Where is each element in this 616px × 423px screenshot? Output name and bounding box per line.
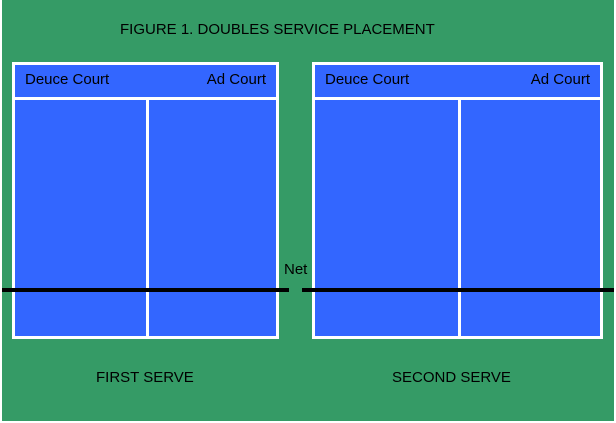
net-label: Net	[284, 261, 308, 278]
court-second-serve: Deuce Court Ad Court	[312, 62, 603, 339]
ad-court-label: Ad Court	[206, 71, 266, 88]
second-serve-caption: SECOND SERVE	[392, 369, 511, 386]
ad-court-label: Ad Court	[530, 71, 590, 88]
center-service-line	[458, 100, 461, 336]
figure-title: FIGURE 1. DOUBLES SERVICE PLACEMENT	[120, 21, 435, 38]
net-line-left	[2, 288, 289, 292]
frame-border-bottom	[0, 421, 616, 423]
center-service-line	[146, 100, 149, 336]
deuce-court-label: Deuce Court	[25, 71, 110, 88]
frame-border-left	[0, 0, 2, 423]
first-serve-caption: FIRST SERVE	[96, 369, 194, 386]
court-first-serve: Deuce Court Ad Court	[12, 62, 279, 339]
frame-border-right	[614, 0, 616, 423]
court-label-band	[315, 65, 600, 100]
court-label-band	[15, 65, 276, 100]
net-line-right	[302, 288, 614, 292]
deuce-court-label: Deuce Court	[325, 71, 410, 88]
